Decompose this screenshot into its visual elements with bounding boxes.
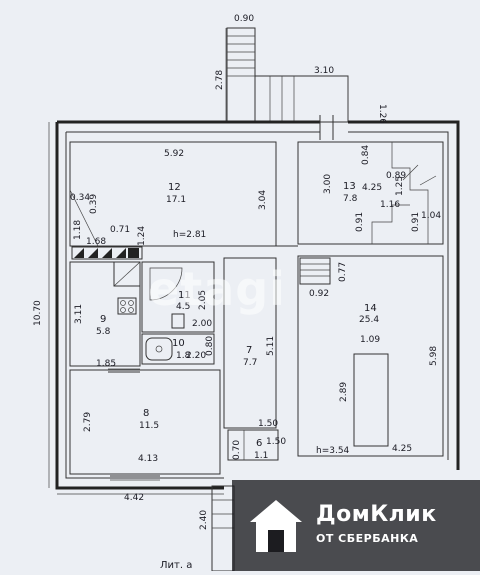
house-icon bbox=[250, 500, 302, 552]
room-7 bbox=[223, 257, 277, 429]
ceiling-height-room-14: h=3.54 bbox=[316, 446, 350, 456]
dim-034: 0.34 bbox=[70, 193, 90, 203]
dim-077: 0.77 bbox=[338, 262, 348, 282]
dim-125: 1.25 bbox=[395, 176, 405, 196]
dim-091a: 0.91 bbox=[355, 212, 365, 232]
drawing-label: Лит. а bbox=[160, 560, 192, 571]
dim-room-14-289: 2.89 bbox=[339, 382, 349, 402]
room-6-number: 6 bbox=[256, 438, 262, 449]
dim-room-10-width: 1.8 bbox=[176, 351, 191, 361]
room-14-area: 25.4 bbox=[359, 315, 379, 325]
room-11-sub: 2.00 bbox=[192, 319, 212, 329]
room-9-number: 9 bbox=[100, 314, 106, 325]
room-14 bbox=[297, 255, 444, 457]
dim-185: 1.85 bbox=[96, 359, 116, 369]
outer-walls bbox=[55, 115, 460, 490]
room-7-number: 7 bbox=[246, 345, 252, 356]
room-9 bbox=[69, 261, 141, 367]
dim-room-8-bottom: 4.42 bbox=[124, 493, 144, 503]
dim-room-8-width: 4.13 bbox=[138, 454, 158, 464]
dim-porch-height: 2.78 bbox=[215, 70, 225, 90]
room-8-area: 11.5 bbox=[139, 421, 159, 431]
dim-room-12-width: 5.92 bbox=[164, 149, 184, 159]
dim-stair-width: 0.90 bbox=[234, 14, 254, 24]
room-14-number: 14 bbox=[364, 303, 377, 314]
dim-room-11-width: 2.05 bbox=[198, 290, 208, 310]
dim-porch-right: 1.26 bbox=[377, 104, 387, 124]
dim-room-14-109: 1.09 bbox=[360, 335, 380, 345]
room-11 bbox=[141, 261, 215, 333]
ceiling-height: h=2.81 bbox=[173, 230, 206, 240]
dim-room-8-height: 2.79 bbox=[83, 412, 93, 432]
logo-subtitle: ОТ СБЕРБАНКА bbox=[316, 532, 419, 545]
dim-124: 1.24 bbox=[137, 226, 147, 246]
dim-116: 1.16 bbox=[380, 200, 400, 210]
dim-room-7-height: 5.11 bbox=[266, 336, 276, 356]
dim-092: 0.92 bbox=[309, 289, 329, 299]
dim-118: 1.18 bbox=[73, 220, 83, 240]
room-13-area: 7.8 bbox=[343, 194, 358, 204]
dim-room-12-height: 3.04 bbox=[258, 190, 268, 210]
room-6 bbox=[227, 429, 279, 461]
dim-room-10-height: 2.20 bbox=[186, 351, 206, 361]
room-13-number: 13 bbox=[343, 181, 356, 192]
room-9-area: 5.8 bbox=[96, 327, 111, 337]
dim-039: 0.39 bbox=[89, 194, 99, 214]
dim-070: 0.70 bbox=[232, 440, 242, 460]
dim-104: 1.04 bbox=[421, 211, 441, 221]
watermark-text: etagi bbox=[148, 262, 286, 316]
room-7-area: 7.7 bbox=[243, 358, 257, 368]
logo-brand: ДомКлик bbox=[316, 502, 437, 527]
room-10-number: 10 bbox=[172, 338, 185, 349]
dim-091b: 0.91 bbox=[411, 212, 421, 232]
dim-150b: 1.50 bbox=[266, 437, 286, 447]
dim-150a: 1.50 bbox=[258, 419, 278, 429]
dim-168: 1.68 bbox=[86, 237, 106, 247]
room-8-number: 8 bbox=[143, 408, 149, 419]
room-12-area: 17.1 bbox=[166, 195, 186, 205]
room-12 bbox=[69, 141, 298, 247]
domclick-logo: ДомКлик ОТ СБЕРБАНКА bbox=[232, 480, 480, 571]
room-8 bbox=[69, 368, 221, 481]
dim-room-13-height: 3.00 bbox=[323, 174, 333, 194]
dimension-lines bbox=[48, 122, 224, 495]
kitchen-units bbox=[71, 246, 143, 260]
bottom-stairs bbox=[211, 485, 235, 572]
dim-porch-width: 3.10 bbox=[314, 66, 334, 76]
dim-089: 0.89 bbox=[386, 171, 406, 181]
dim-084: 0.84 bbox=[361, 145, 371, 165]
entrance-stairs bbox=[226, 27, 256, 123]
dim-room-14-height: 5.98 bbox=[429, 346, 439, 366]
dim-room-14-width: 4.25 bbox=[392, 444, 412, 454]
dim-room-9-height: 3.11 bbox=[74, 304, 84, 324]
dim-240: 2.40 bbox=[199, 510, 209, 530]
room-10 bbox=[141, 333, 215, 365]
room-13 bbox=[297, 141, 444, 245]
dim-071: 0.71 bbox=[110, 225, 130, 235]
dim-room-13-width: 4.25 bbox=[362, 183, 382, 193]
room-6-area: 1.1 bbox=[254, 451, 268, 461]
room-11-area: 4.5 bbox=[176, 302, 190, 312]
room-11-number: 11 bbox=[178, 290, 191, 301]
dim-total-height: 10.70 bbox=[33, 300, 43, 326]
dim-080: 0.80 bbox=[205, 336, 215, 356]
room-12-number: 12 bbox=[168, 182, 181, 193]
